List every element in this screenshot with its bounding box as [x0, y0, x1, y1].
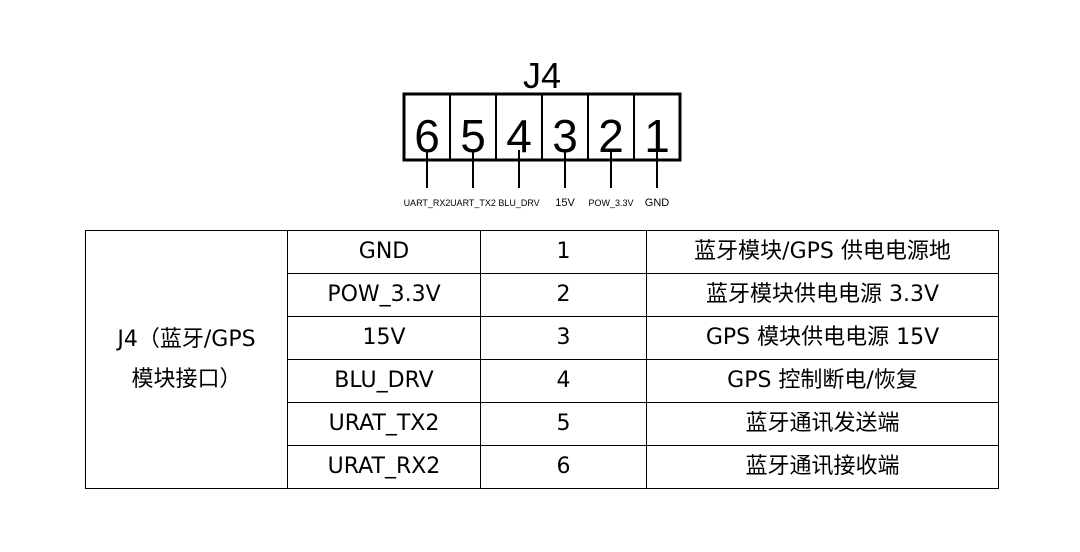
group-label-line1: J4（蓝牙/GPS [117, 326, 256, 352]
pin-signal-label: UART_TX2 [450, 198, 496, 208]
pin-number: 1 [480, 230, 647, 274]
signal-name: BLU_DRV [287, 359, 481, 403]
connector-label: J4 [523, 55, 561, 96]
pin-number: 3 [480, 316, 647, 360]
connector-group-label: J4（蓝牙/GPS 模块接口） [85, 230, 288, 489]
pin-signal-label: 15V [555, 197, 575, 209]
signal-name: POW_3.3V [287, 273, 481, 317]
pin-description: GPS 控制断电/恢复 [646, 359, 999, 403]
pin-number: 6 [480, 445, 647, 489]
pin-signal-label: POW_3.3V [588, 198, 633, 208]
pin-signal-label: BLU_DRV [498, 198, 539, 208]
table-row: URAT_RX2 6 蓝牙通讯接收端 [86, 445, 999, 489]
pin-description: 蓝牙模块供电电源 3.3V [646, 273, 999, 317]
pin-description: 蓝牙模块/GPS 供电电源地 [646, 230, 999, 274]
signal-name: URAT_TX2 [287, 402, 481, 446]
table-row: 15V 3 GPS 模块供电电源 15V [86, 316, 999, 360]
pin-assignment-table: J4（蓝牙/GPS 模块接口） GND 1 蓝牙模块/GPS 供电电源地 POW… [85, 230, 999, 489]
signal-name: GND [287, 230, 481, 274]
table-row: POW_3.3V 2 蓝牙模块供电电源 3.3V [86, 273, 999, 317]
signal-name: 15V [287, 316, 481, 360]
connector-pins: 6UART_RX25UART_TX24BLU_DRV315V2POW_3.3V1… [404, 94, 670, 209]
signal-name: URAT_RX2 [287, 445, 481, 489]
pin-description: 蓝牙通讯发送端 [646, 402, 999, 446]
pin-number: 2 [480, 273, 647, 317]
connector-diagram: J4 6UART_RX25UART_TX24BLU_DRV315V2POW_3.… [402, 55, 682, 209]
group-label-line2: 模块接口） [131, 366, 242, 392]
pin-signal-label: GND [645, 197, 670, 209]
pin-signal-label: UART_RX2 [404, 198, 451, 208]
pin-number: 5 [480, 402, 647, 446]
table-row: J4（蓝牙/GPS 模块接口） GND 1 蓝牙模块/GPS 供电电源地 [85, 230, 999, 489]
pin-description: GPS 模块供电电源 15V [646, 316, 999, 360]
pin-description: 蓝牙通讯接收端 [646, 445, 999, 489]
table-row: BLU_DRV 4 GPS 控制断电/恢复 [86, 359, 999, 403]
pin-number: 4 [480, 359, 647, 403]
table-row: URAT_TX2 5 蓝牙通讯发送端 [86, 402, 999, 446]
